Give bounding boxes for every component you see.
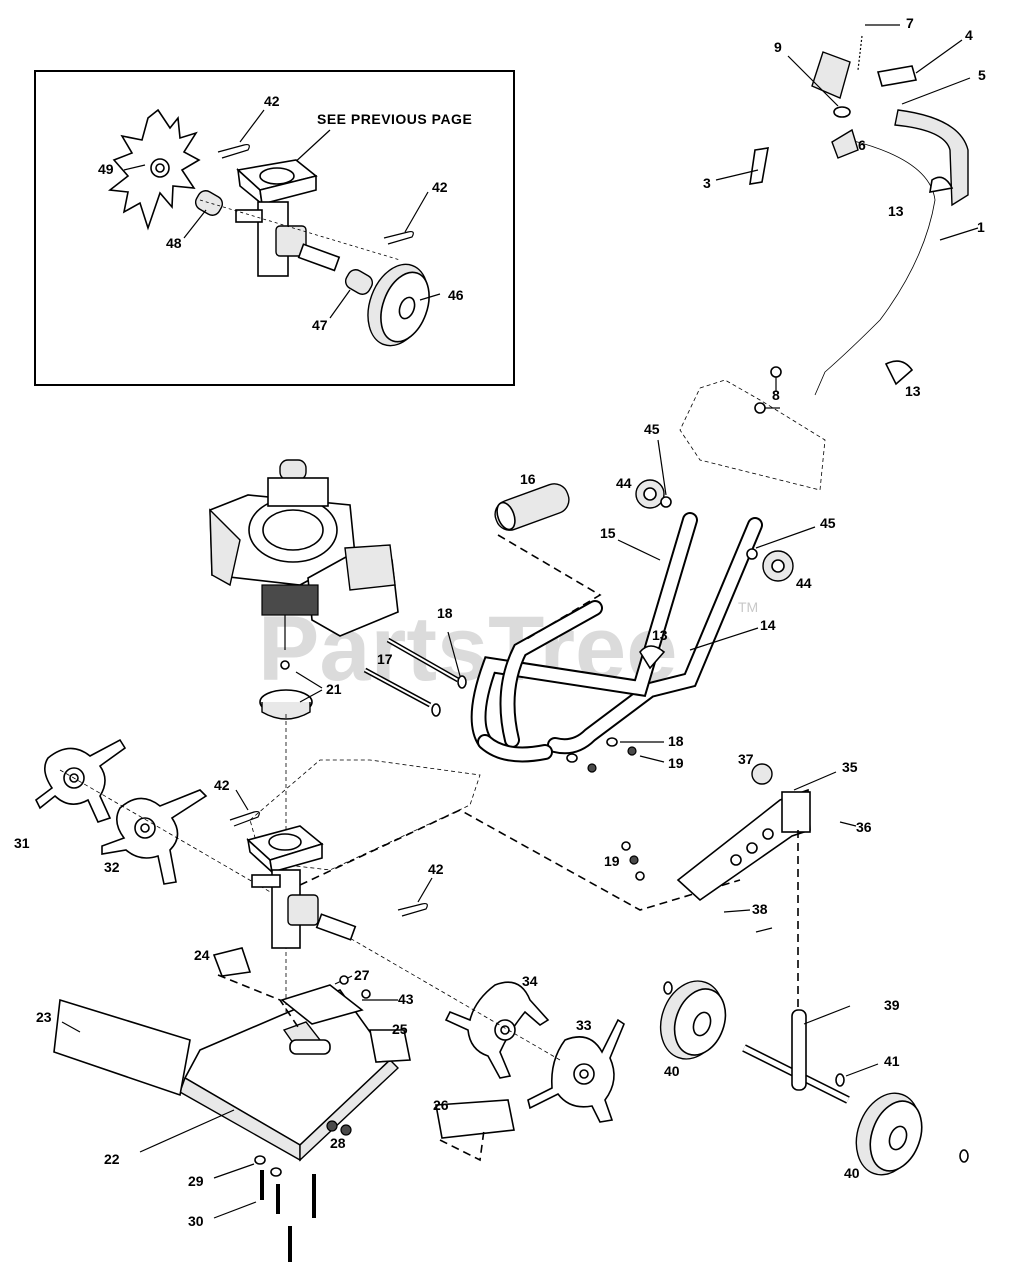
callout-15: 15 (600, 525, 616, 541)
callout-7: 7 (906, 15, 914, 31)
callout-21: 21 (326, 681, 342, 697)
tine-shield (179, 989, 400, 1162)
callout-13-upper: 13 (888, 203, 904, 219)
handle-grip (894, 109, 969, 207)
decal-24 (212, 947, 252, 977)
tine-32 (101, 789, 208, 885)
decal-3 (749, 147, 769, 185)
inset-hairpin-right (383, 230, 414, 245)
shield-bolts (61, 1021, 316, 1262)
inset-spacer-48 (194, 190, 224, 216)
handle-knob-left (635, 439, 672, 509)
callout-40-right: 40 (844, 1165, 860, 1181)
wheel-axle (742, 1005, 851, 1104)
callout-43: 43 (398, 991, 414, 1007)
callout-34: 34 (522, 973, 538, 989)
decal-26 (435, 1099, 515, 1139)
callout-35: 35 (842, 759, 858, 775)
cable-clip-lower (884, 360, 914, 386)
callout-41: 41 (884, 1053, 900, 1069)
engine (209, 459, 399, 1060)
callout-33: 33 (576, 1017, 592, 1033)
callout-14: 14 (760, 617, 776, 633)
callout-42-main-left: 42 (214, 777, 230, 793)
callout-3: 3 (703, 175, 711, 191)
callout-40-left: 40 (664, 1063, 680, 1079)
inset-star-tine (107, 108, 201, 231)
plate-43 (280, 984, 364, 1025)
watermark-trademark: TM (738, 599, 758, 615)
callout-44-right: 44 (796, 575, 812, 591)
callout-13-mid: 13 (652, 627, 668, 643)
callout-28: 28 (330, 1135, 346, 1151)
callout-18-upper: 18 (437, 605, 453, 621)
wheel-left (659, 980, 727, 1060)
throttle-cable (814, 139, 936, 396)
lower-handle (470, 512, 763, 763)
inset-box: SEE PREVIOUS PAGE (34, 70, 515, 386)
callout-42-inset-right: 42 (432, 179, 448, 195)
callout-17: 17 (377, 651, 393, 667)
callout-37: 37 (738, 751, 754, 767)
callout-46: 46 (448, 287, 464, 303)
inset-hairpin-upper (217, 143, 250, 159)
callout-4: 4 (965, 27, 973, 43)
callout-26: 26 (433, 1097, 449, 1113)
callout-24: 24 (194, 947, 210, 963)
tine-31 (34, 738, 127, 823)
transmission (229, 789, 741, 949)
callout-27: 27 (354, 967, 370, 983)
callout-30: 30 (188, 1213, 204, 1229)
tine-33 (527, 1018, 625, 1123)
cable-clip-upper (929, 176, 954, 193)
inset-wheel (367, 263, 430, 347)
callout-6: 6 (858, 137, 866, 153)
callout-36: 36 (856, 819, 872, 835)
callout-47: 47 (312, 317, 328, 333)
callout-5: 5 (978, 67, 986, 83)
callout-8: 8 (772, 387, 780, 403)
callout-9: 9 (774, 39, 782, 55)
throttle-control (831, 128, 859, 159)
callout-22: 22 (104, 1151, 120, 1167)
callout-18-lower: 18 (668, 733, 684, 749)
callout-13-lower: 13 (905, 383, 921, 399)
upper-handle (679, 24, 979, 491)
cable-clip-mid (639, 645, 666, 670)
callout-44-left: 44 (616, 475, 632, 491)
handle-grip-left (811, 51, 851, 99)
callout-49: 49 (98, 161, 114, 177)
decal-23 (53, 998, 191, 1097)
callout-labels: 1 3 4 5 6 7 8 9 13 13 13 14 15 16 17 18 … (14, 15, 986, 1229)
tine-34 (444, 981, 550, 1079)
callout-25: 25 (392, 1021, 408, 1037)
callout-19-left: 19 (604, 853, 620, 869)
callout-39: 39 (884, 997, 900, 1013)
callout-16: 16 (520, 471, 536, 487)
callout-19-right: 19 (668, 755, 684, 771)
callout-42-main-right: 42 (428, 861, 444, 877)
inset-spacer-47 (344, 269, 374, 295)
callout-42-inset-upper: 42 (264, 93, 280, 109)
callout-32: 32 (104, 859, 120, 875)
decal-25 (369, 1029, 411, 1063)
callout-48: 48 (166, 235, 182, 251)
callout-45-upper: 45 (644, 421, 660, 437)
handle-bolts (363, 631, 665, 773)
callout-1: 1 (977, 219, 985, 235)
inset-transmission (235, 159, 341, 277)
wheel-right (855, 1092, 923, 1176)
callout-38: 38 (752, 901, 768, 917)
callout-31: 31 (14, 835, 30, 851)
callout-29: 29 (188, 1173, 204, 1189)
callout-23: 23 (36, 1009, 52, 1025)
see-previous-page-note: SEE PREVIOUS PAGE (317, 111, 472, 127)
wheel-bracket (621, 763, 857, 1010)
decal-4 (876, 65, 918, 87)
foam-grip (494, 483, 602, 641)
handle-knob-right (746, 526, 816, 582)
callout-45-lower: 45 (820, 515, 836, 531)
